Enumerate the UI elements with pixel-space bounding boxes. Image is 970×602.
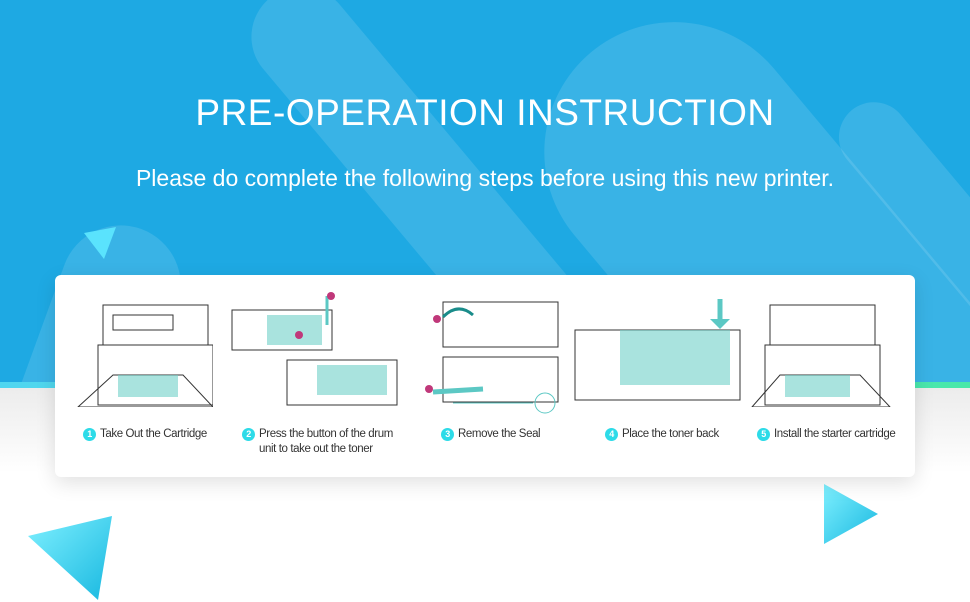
step-2: 2 Press the button of the drum unit to ta…	[242, 427, 402, 457]
page-subtitle: Please do complete the following steps b…	[135, 165, 835, 191]
step-3: 3 Remove the Seal	[441, 427, 541, 442]
step-label: Take Out the Cartridge	[100, 428, 207, 440]
step-number-badge: 2	[242, 428, 255, 441]
step-number-badge: 3	[441, 428, 454, 441]
printer-open-illustration	[77, 304, 213, 407]
step-number-badge: 5	[757, 428, 770, 441]
step-label: Place the toner back	[622, 428, 719, 440]
printer-install-illustration	[751, 304, 891, 407]
triangle-decoration-icon	[824, 484, 878, 544]
step-4: 4 Place the toner back	[605, 427, 719, 442]
triangle-decoration-icon	[84, 227, 116, 259]
step-number-badge: 4	[605, 428, 618, 441]
step-1: 1 Take Out the Cartridge	[83, 427, 207, 442]
toner-placement-illustration	[574, 299, 741, 401]
instruction-card: 1 Take Out the Cartridge 2 Press the butto…	[55, 275, 915, 477]
seal-removal-illustration	[425, 301, 559, 414]
drum-unit-illustration	[231, 292, 398, 406]
step-number-badge: 1	[83, 428, 96, 441]
step-label: Remove the Seal	[458, 428, 541, 440]
triangle-decoration-icon	[28, 516, 112, 600]
page-title: PRE-OPERATION INSTRUCTION	[195, 92, 775, 133]
step-5: 5 Install the starter cartridge	[757, 427, 896, 442]
step-label: Install the starter cartridge	[774, 428, 896, 440]
step-label: Press the button of the drum unit to tak…	[259, 428, 393, 455]
